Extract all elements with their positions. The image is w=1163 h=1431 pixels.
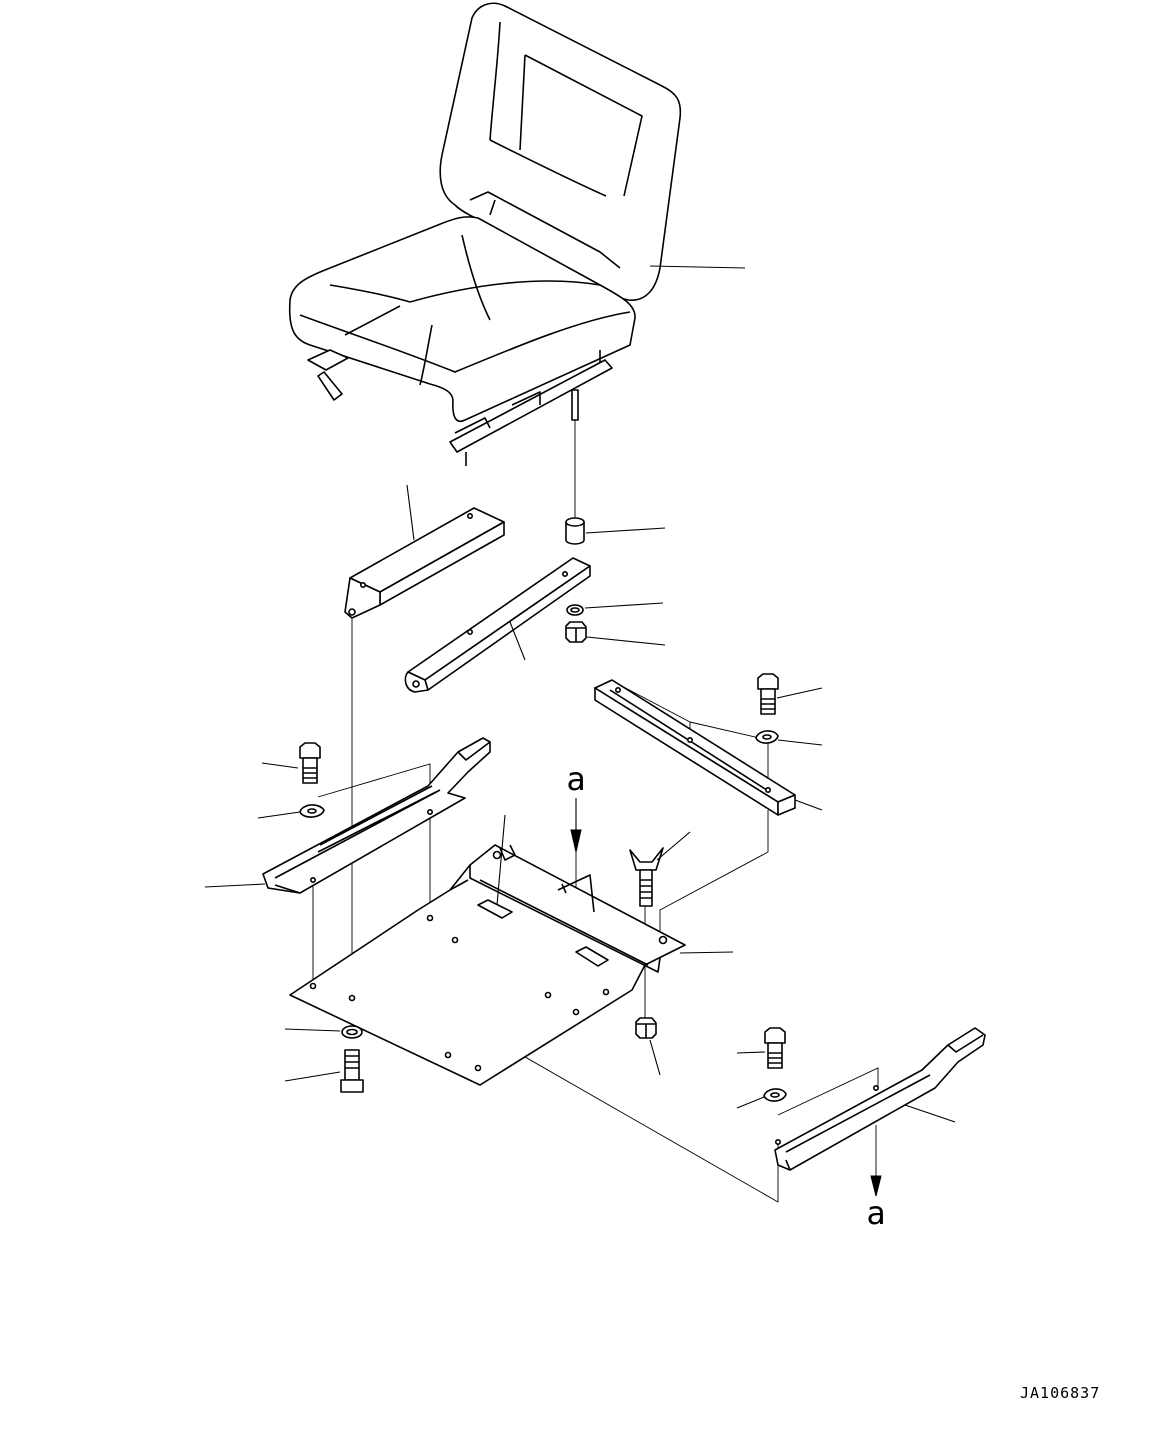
seat-mounting-stud	[571, 389, 579, 421]
rail-left	[262, 737, 491, 894]
rail-right-upper	[594, 679, 796, 816]
washer-bottom-right	[763, 1088, 787, 1102]
base-plate	[289, 844, 686, 1086]
seat-backrest	[439, 2, 682, 301]
view-arrow-top: a	[566, 760, 586, 853]
view-arrow-top-label: a	[566, 760, 585, 798]
nut-upper	[565, 621, 587, 643]
seat-slide-rails	[307, 349, 613, 466]
bolt-left	[299, 742, 321, 784]
bracket-upper	[344, 507, 505, 619]
seat-cushion	[288, 216, 636, 422]
drawing-number: JA106837	[1020, 1384, 1100, 1402]
seat-adjust-lever	[317, 371, 343, 401]
rail-right-lower	[774, 1027, 986, 1171]
wing-bolt	[629, 847, 664, 907]
leader-lines	[204, 265, 956, 1123]
arrowhead-bottom	[870, 1175, 882, 1197]
washer-bottom-left	[341, 1025, 363, 1039]
arrowhead-top	[570, 829, 582, 853]
view-arrow-bottom: a	[866, 1175, 886, 1232]
washer-upper	[566, 604, 584, 616]
nut-lower	[635, 1017, 657, 1039]
bolt-bottom-left	[340, 1049, 364, 1093]
bracket-lower	[404, 557, 591, 693]
spacer-collar	[565, 517, 585, 545]
washer-right	[755, 730, 779, 744]
bolt-right	[757, 673, 779, 715]
washer-left	[299, 804, 325, 818]
view-arrow-bottom-label: a	[866, 1194, 885, 1232]
bolt-bottom-right	[764, 1027, 786, 1069]
